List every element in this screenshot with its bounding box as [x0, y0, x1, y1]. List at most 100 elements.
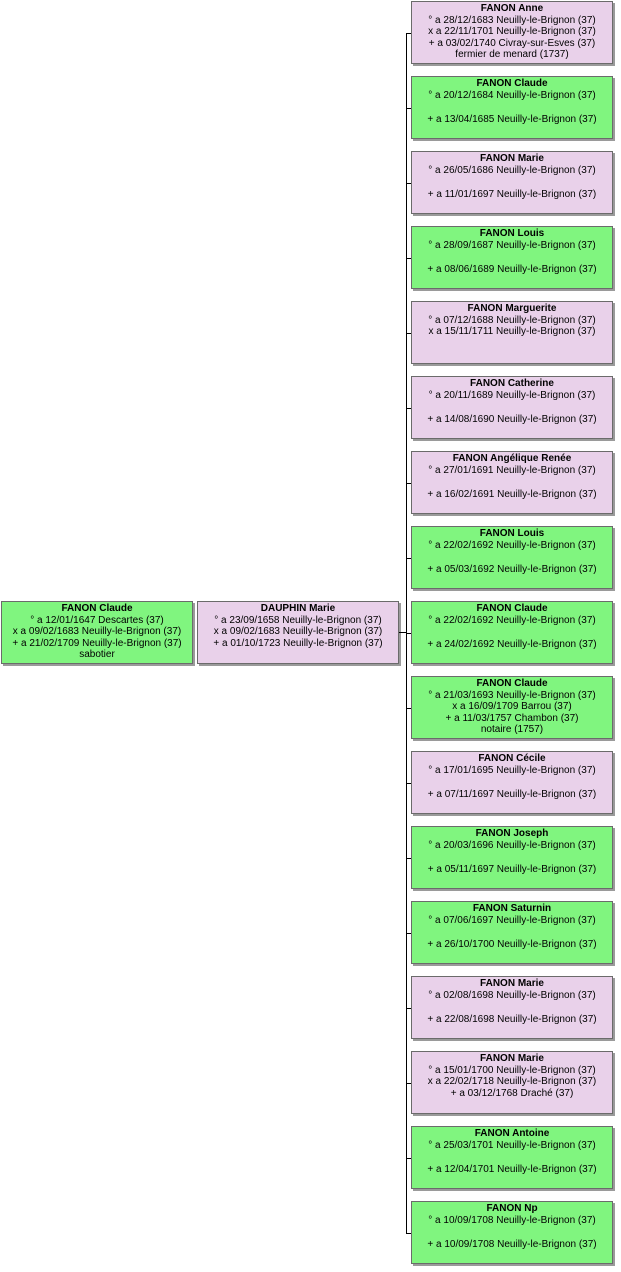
person-name: FANON Marie [480, 153, 544, 164]
person-name: FANON Saturnin [472, 903, 552, 914]
child-connector [406, 933, 411, 934]
person-detail: + a 05/03/1692 Neuilly-le-Brignon (37) [427, 563, 597, 575]
person-box-child[interactable]: FANON Claude° a 22/02/1692 Neuilly-le-Br… [411, 601, 613, 664]
person-detail: + a 03/02/1740 Civray-sur-Esves (37) [428, 37, 596, 49]
person-detail: + a 24/02/1692 Neuilly-le-Brignon (37) [427, 638, 597, 650]
person-name: FANON Louis [479, 528, 545, 539]
blank-line [412, 1226, 612, 1239]
person-name: FANON Cécile [478, 753, 546, 764]
person-box-child[interactable]: FANON Catherine° a 20/11/1689 Neuilly-le… [411, 376, 613, 439]
person-detail: + a 11/03/1757 Chambon (37) [445, 712, 579, 724]
blank-line [412, 1001, 612, 1014]
person-name: FANON Catherine [470, 378, 554, 389]
person-detail: ° a 25/03/1701 Neuilly-le-Brignon (37) [428, 1139, 596, 1151]
blank-line [412, 776, 612, 789]
person-detail: + a 14/08/1690 Neuilly-le-Brignon (37) [427, 413, 597, 425]
person-box-child[interactable]: FANON Angélique Renée° a 27/01/1691 Neui… [411, 451, 613, 514]
child-connector [406, 858, 411, 859]
person-detail: ° a 07/06/1697 Neuilly-le-Brignon (37) [428, 914, 596, 926]
child-connector [406, 633, 411, 634]
blank-line [412, 101, 612, 114]
person-name: DAUPHIN Marie [260, 603, 336, 614]
person-box-child[interactable]: FANON Np° a 10/09/1708 Neuilly-le-Brigno… [411, 1201, 613, 1264]
blank-line [412, 176, 612, 189]
blank-line [412, 926, 612, 939]
blank-line [412, 626, 612, 639]
person-name: FANON Joseph [475, 828, 549, 839]
person-detail: x a 22/02/1718 Neuilly-le-Brignon (37) [427, 1076, 597, 1087]
person-detail: x a 15/11/1711 Neuilly-le-Brignon (37) [428, 326, 596, 337]
person-detail: + a 10/09/1708 Neuilly-le-Brignon (37) [427, 1238, 597, 1250]
person-detail: ° a 10/09/1708 Neuilly-le-Brignon (37) [428, 1214, 596, 1226]
person-detail: + a 11/01/1697 Neuilly-le-Brignon (37) [427, 188, 597, 200]
person-name: FANON Claude [476, 678, 548, 689]
person-detail: + a 08/06/1689 Neuilly-le-Brignon (37) [427, 263, 597, 275]
person-detail: + a 12/04/1701 Neuilly-le-Brignon (37) [427, 1163, 597, 1175]
person-name: FANON Marguerite [467, 303, 557, 314]
person-box-child[interactable]: FANON Claude° a 21/03/1693 Neuilly-le-Br… [411, 676, 613, 739]
child-connector [406, 183, 411, 184]
person-box-child[interactable]: FANON Marie° a 02/08/1698 Neuilly-le-Bri… [411, 976, 613, 1039]
person-detail: + a 22/08/1698 Neuilly-le-Brignon (37) [427, 1013, 597, 1025]
person-detail: ° a 22/02/1692 Neuilly-le-Brignon (37) [428, 539, 596, 551]
person-detail: ° a 17/01/1695 Neuilly-le-Brignon (37) [428, 764, 596, 776]
person-box-child[interactable]: FANON Cécile° a 17/01/1695 Neuilly-le-Br… [411, 751, 613, 814]
person-box-child[interactable]: FANON Marguerite° a 07/12/1688 Neuilly-l… [411, 301, 613, 364]
person-detail: + a 07/11/1697 Neuilly-le-Brignon (37) [427, 788, 597, 800]
blank-line [412, 1151, 612, 1164]
blank-line [412, 851, 612, 864]
person-name: FANON Anne [480, 3, 544, 14]
person-detail: + a 01/10/1723 Neuilly-le-Brignon (37) [213, 637, 383, 649]
person-detail: ° a 15/01/1700 Neuilly-le-Brignon (37) [428, 1064, 596, 1076]
person-name: FANON Marie [480, 978, 544, 989]
person-detail: ° a 23/09/1658 Neuilly-le-Brignon (37) [214, 614, 382, 626]
person-detail: ° a 02/08/1698 Neuilly-le-Brignon (37) [428, 989, 596, 1001]
blank-line [412, 251, 612, 264]
parent-connector [399, 632, 407, 633]
person-detail: ° a 22/02/1692 Neuilly-le-Brignon (37) [428, 614, 596, 626]
person-box-child[interactable]: FANON Saturnin° a 07/06/1697 Neuilly-le-… [411, 901, 613, 964]
person-name: FANON Marie [480, 1053, 544, 1064]
person-name: FANON Claude [61, 603, 133, 614]
person-detail: + a 16/02/1691 Neuilly-le-Brignon (37) [427, 488, 597, 500]
child-connector [406, 783, 411, 784]
person-detail: + a 13/04/1685 Neuilly-le-Brignon (37) [427, 113, 597, 125]
child-connector [406, 558, 411, 559]
person-detail: x a 16/09/1709 Barrou (37) [452, 701, 572, 712]
child-connector [406, 33, 411, 34]
person-detail: + a 05/11/1697 Neuilly-le-Brignon (37) [427, 863, 597, 875]
blank-line [412, 476, 612, 489]
person-box-child[interactable]: FANON Antoine° a 25/03/1701 Neuilly-le-B… [411, 1126, 613, 1189]
person-box-child[interactable]: FANON Louis° a 28/09/1687 Neuilly-le-Bri… [411, 226, 613, 289]
child-connector [406, 1158, 411, 1159]
child-connector [406, 483, 411, 484]
person-box-father[interactable]: FANON Claude ° a 12/01/1647 Descartes (3… [1, 601, 193, 664]
child-connector [406, 108, 411, 109]
person-box-child[interactable]: FANON Marie° a 15/01/1700 Neuilly-le-Bri… [411, 1051, 613, 1114]
person-detail: + a 26/10/1700 Neuilly-le-Brignon (37) [427, 938, 597, 950]
person-detail: ° a 27/01/1691 Neuilly-le-Brignon (37) [428, 464, 596, 476]
person-detail: ° a 12/01/1647 Descartes (37) [30, 614, 164, 626]
person-name: FANON Angélique Renée [452, 453, 572, 464]
person-box-child[interactable]: FANON Joseph° a 20/03/1696 Neuilly-le-Br… [411, 826, 613, 889]
person-box-child[interactable]: FANON Claude° a 20/12/1684 Neuilly-le-Br… [411, 76, 613, 139]
child-connector [406, 1008, 411, 1009]
person-box-mother[interactable]: DAUPHIN Marie ° a 23/09/1658 Neuilly-le-… [197, 601, 399, 664]
person-box-child[interactable]: FANON Anne° a 28/12/1683 Neuilly-le-Brig… [411, 1, 613, 64]
blank-line [412, 401, 612, 414]
person-box-child[interactable]: FANON Louis° a 22/02/1692 Neuilly-le-Bri… [411, 526, 613, 589]
child-connector [406, 258, 411, 259]
child-connector [406, 1083, 411, 1084]
person-detail: x a 22/11/1701 Neuilly-le-Brignon (37) [428, 26, 596, 37]
person-detail: notaire (1757) [480, 724, 544, 735]
person-name: FANON Np [486, 1203, 538, 1214]
child-connector [406, 1233, 411, 1234]
person-box-child[interactable]: FANON Marie° a 26/05/1686 Neuilly-le-Bri… [411, 151, 613, 214]
person-name: FANON Antoine [474, 1128, 550, 1139]
person-detail: ° a 21/03/1693 Neuilly-le-Brignon (37) [428, 689, 596, 701]
person-detail: ° a 20/03/1696 Neuilly-le-Brignon (37) [428, 839, 596, 851]
person-detail: sabotier [79, 649, 115, 660]
child-connector [406, 408, 411, 409]
person-detail: x a 09/02/1683 Neuilly-le-Brignon (37) [213, 626, 383, 637]
blank-line [412, 551, 612, 564]
